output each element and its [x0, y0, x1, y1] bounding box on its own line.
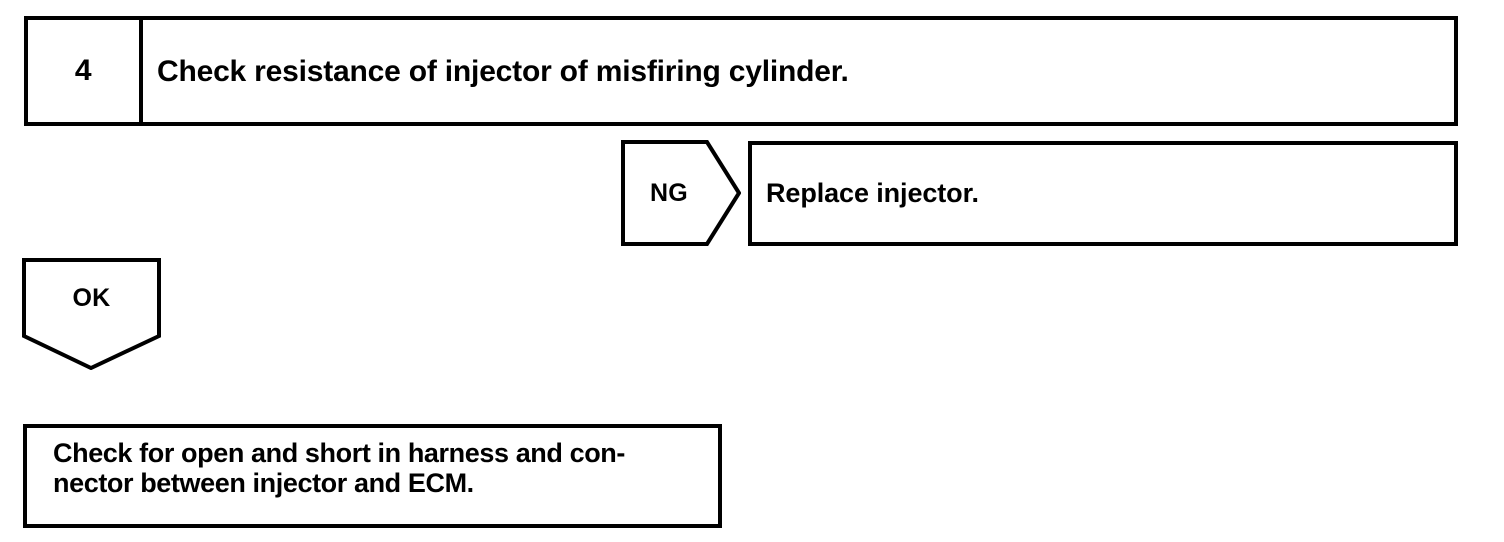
step-number-cell: 4: [28, 20, 143, 122]
replace-injector-text: Replace injector.: [766, 177, 979, 208]
step-instruction: Check resistance of injector of misfirin…: [157, 54, 849, 88]
step-instruction-cell: Check resistance of injector of misfirin…: [143, 20, 1454, 122]
step-row: 4 Check resistance of injector of misfir…: [24, 16, 1458, 126]
step-number: 4: [74, 54, 93, 87]
next-action-line-1: Check for open and short in harness and …: [53, 438, 625, 468]
next-action-box: Check for open and short in harness and …: [23, 424, 722, 528]
ok-pentagon-shape: [22, 258, 161, 370]
ng-pentagon-shape: [621, 140, 741, 246]
ng-branch-pentagon: [621, 140, 741, 246]
replace-injector-box: Replace injector.: [748, 141, 1458, 246]
ok-branch-pentagon: [22, 258, 161, 370]
next-action-line-2: nector between injector and ECM.: [53, 468, 474, 499]
